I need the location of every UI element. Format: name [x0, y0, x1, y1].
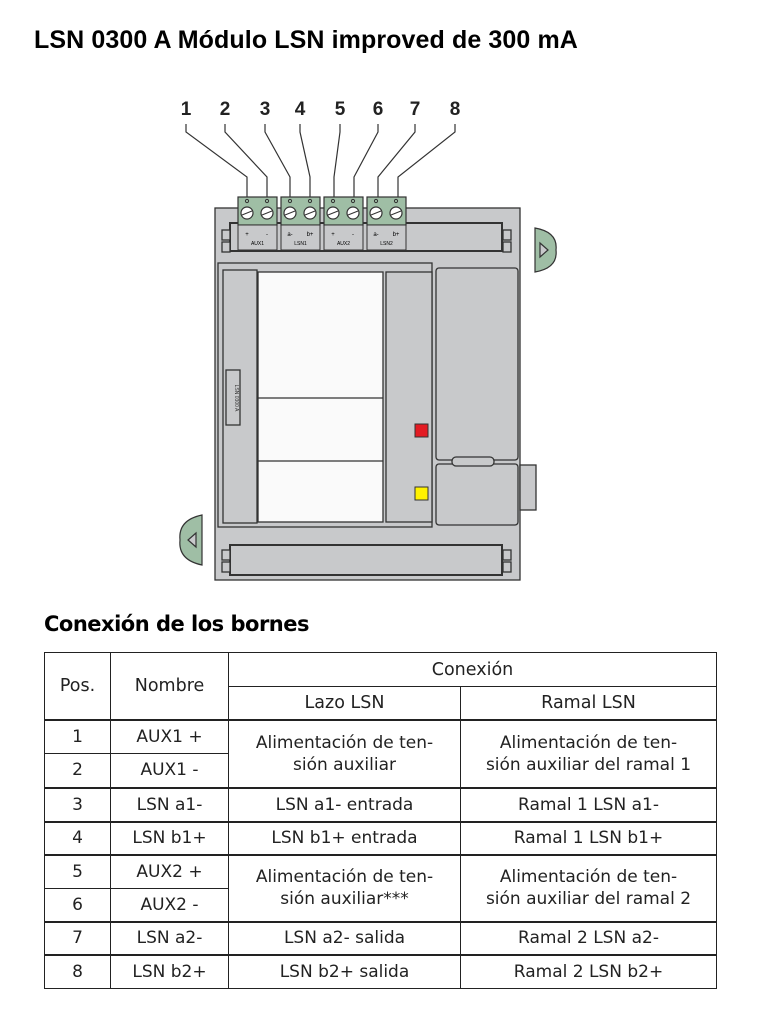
- leader-line: [333, 124, 341, 198]
- section-title: Conexión de los bornes: [44, 612, 310, 636]
- callout-5: 5: [335, 99, 346, 120]
- svg-text:-: -: [352, 232, 354, 238]
- cell-nombre: AUX2 +: [110, 853, 229, 889]
- header-lazo: Lazo LSN: [228, 686, 461, 720]
- callout-2: 2: [220, 99, 231, 120]
- terminal-label: LSN2: [380, 241, 393, 247]
- cell-ramal: Ramal 1 LSN a1-: [460, 786, 717, 822]
- cell-pos: 7: [44, 920, 111, 955]
- red-led: [414, 423, 429, 438]
- leader-line: [264, 124, 291, 198]
- terminal-block-aux2: + -AUX2: [323, 196, 364, 251]
- header-conexion: Conexión: [228, 652, 717, 687]
- terminal-block-lsn1: a-b+LSN1: [280, 196, 321, 251]
- header-ramal: Ramal LSN: [460, 686, 717, 720]
- din-clip-right: [534, 227, 557, 273]
- svg-text:b+: b+: [393, 232, 400, 238]
- callout-1: 1: [181, 99, 192, 120]
- device-body: [214, 207, 537, 581]
- din-clip-left: [179, 514, 203, 566]
- svg-text:-: -: [266, 232, 268, 238]
- cell-lazo: Alimentación de ten- sión auxiliar***: [228, 853, 461, 922]
- cell-pos: 1: [44, 718, 111, 754]
- terminal-block-aux1: + -AUX1: [237, 196, 278, 251]
- leader-line: [299, 124, 311, 198]
- cell-lazo: Alimentación de ten- sión auxiliar: [228, 718, 461, 788]
- cell-pos: 8: [44, 953, 111, 989]
- cell-pos: 6: [44, 888, 111, 922]
- svg-text:a-: a-: [287, 232, 292, 238]
- callout-numbers: 1 2 3 4 5 6 7 8: [181, 99, 461, 120]
- leader-line: [377, 124, 416, 198]
- cell-lazo: LSN b1+ entrada: [228, 820, 461, 855]
- leader-line: [185, 124, 248, 198]
- svg-text:a-: a-: [373, 232, 378, 238]
- page-title: LSN 0300 A Módulo LSN improved de 300 mA: [34, 26, 578, 54]
- callout-8: 8: [450, 99, 461, 120]
- cell-ramal: Alimentación de ten- sión auxiliar del r…: [460, 718, 717, 788]
- callout-7: 7: [410, 99, 421, 120]
- cell-lazo: LSN a1- entrada: [228, 786, 461, 822]
- header-nombre: Nombre: [110, 652, 229, 720]
- callout-3: 3: [260, 99, 271, 120]
- cell-ramal: Ramal 2 LSN a2-: [460, 920, 717, 955]
- yellow-led: [414, 486, 429, 501]
- cell-pos: 2: [44, 753, 111, 788]
- cell-pos: 4: [44, 820, 111, 855]
- cell-nombre: AUX2 -: [110, 888, 229, 922]
- cell-ramal: Alimentación de ten- sión auxiliar del r…: [460, 853, 717, 922]
- cell-lazo: LSN b2+ salida: [228, 953, 461, 989]
- svg-text:+: +: [245, 232, 249, 238]
- header-pos: Pos.: [44, 652, 111, 720]
- leader-line: [353, 124, 379, 198]
- cell-pos: 5: [44, 853, 111, 889]
- leader-line: [224, 124, 268, 198]
- terminal-label: AUX2: [337, 241, 350, 247]
- cell-ramal: Ramal 2 LSN b2+: [460, 953, 717, 989]
- cell-pos: 3: [44, 786, 111, 822]
- terminal-label: AUX1: [251, 241, 264, 247]
- svg-text:+: +: [331, 232, 335, 238]
- cell-lazo: LSN a2- salida: [228, 920, 461, 955]
- device-label: LSN 0300 A: [233, 385, 239, 412]
- cell-nombre: LSN a1-: [110, 786, 229, 822]
- cell-nombre: LSN b2+: [110, 953, 229, 989]
- leader-line: [397, 124, 456, 198]
- terminal-table: Pos. Nombre Conexión Lazo LSN Ramal LSN …: [44, 652, 717, 989]
- svg-text:b+: b+: [307, 232, 314, 238]
- cell-nombre: AUX1 +: [110, 718, 229, 754]
- cell-nombre: AUX1 -: [110, 753, 229, 788]
- cell-ramal: Ramal 1 LSN b1+: [460, 820, 717, 855]
- terminal-label: LSN1: [294, 241, 307, 247]
- callout-4: 4: [295, 99, 306, 120]
- cell-nombre: LSN a2-: [110, 920, 229, 955]
- callout-6: 6: [373, 99, 384, 120]
- cell-nombre: LSN b1+: [110, 820, 229, 855]
- terminal-block-lsn2: a-b+LSN2: [366, 196, 407, 251]
- leader-lines: [185, 124, 456, 198]
